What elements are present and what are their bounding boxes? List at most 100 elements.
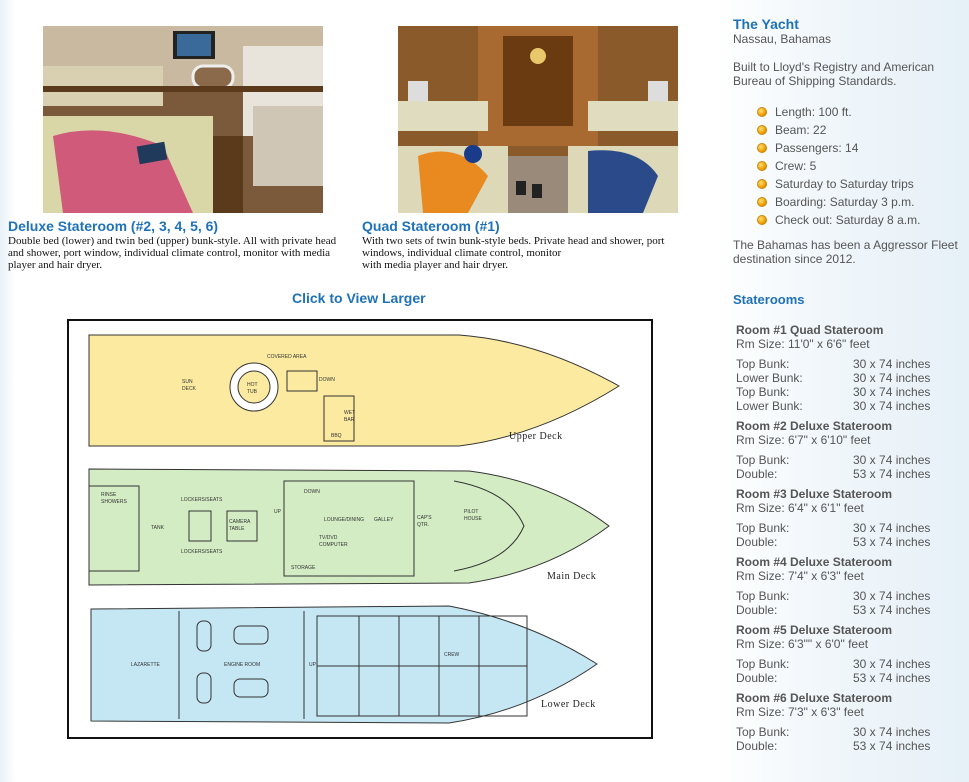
bunk-size: 30 x 74 inches <box>853 589 931 603</box>
orange-bullet-icon <box>757 107 767 117</box>
upper-deck-hull <box>88 334 620 447</box>
bunk-label: Lower Bunk: <box>736 399 803 413</box>
bbq-label: BBQ <box>331 433 342 439</box>
room-title: Room #1 Quad Stateroom <box>736 323 884 337</box>
room-size: Rm Size: 7'3" x 6'3" feet <box>736 705 864 719</box>
quad-stateroom-title: Quad Stateroom (#1) <box>362 218 500 234</box>
room-title: Room #5 Deluxe Stateroom <box>736 623 893 637</box>
main-deck-hull <box>88 468 610 586</box>
destination-text: The Bahamas has been a Aggressor Fleet d… <box>733 238 958 266</box>
staterooms-heading: Staterooms <box>733 292 805 307</box>
list-item: Boarding: Saturday 3 p.m. <box>757 193 920 211</box>
left-edge-shade <box>0 0 16 782</box>
orange-bullet-icon <box>757 179 767 189</box>
description-line: windows, individual climate control, mon… <box>362 247 562 259</box>
bunk-label: Top Bunk: <box>736 357 790 371</box>
yacht-specs-list: Length: 100 ft. Beam: 22 Passengers: 14 … <box>757 103 920 229</box>
room-title: Room #3 Deluxe Stateroom <box>736 487 893 501</box>
room-2-block: Room #2 Deluxe Stateroom Rm Size: 6'7" x… <box>736 419 956 481</box>
bunk-row: Top Bunk: 30 x 74 inches <box>736 357 956 371</box>
orange-bullet-icon <box>757 197 767 207</box>
bunk-size: 30 x 74 inches <box>853 385 931 399</box>
orange-bullet-icon <box>757 143 767 153</box>
bunk-row: Top Bunk:30 x 74 inches <box>736 385 956 399</box>
covered-area-label: COVERED AREA <box>267 354 307 360</box>
lower-deck-label: Lower Deck <box>541 699 596 710</box>
bunk-label: Double: <box>736 739 778 753</box>
deluxe-stateroom-title: Deluxe Stateroom (#2, 3, 4, 5, 6) <box>8 218 219 234</box>
bunk-size: 30 x 74 inches <box>853 371 931 385</box>
engine-room-label: ENGINE ROOM <box>224 662 260 668</box>
bunk-size: 53 x 74 inches <box>853 535 931 549</box>
spec-text: Crew: 5 <box>775 159 817 173</box>
bunk-size: 53 x 74 inches <box>853 467 931 481</box>
destination-line: The Bahamas has been a Aggressor Fleet <box>733 238 958 252</box>
up-lower-label: UP <box>309 662 317 668</box>
room-5-block: Room #5 Deluxe Stateroom Rm Size: 6'3"" … <box>736 623 956 685</box>
lower-deck-hull <box>90 605 598 724</box>
bunk-row: Top Bunk: 30 x 74 inches <box>736 453 956 467</box>
room-1-block: Room #1 Quad Stateroom Rm Size: 11'0" x … <box>736 323 956 413</box>
tank-label: TANK <box>151 525 165 531</box>
bunk-row: Double: 53 x 74 inches <box>736 739 956 753</box>
bunk-label: Top Bunk: <box>736 521 790 535</box>
bunk-size: 30 x 74 inches <box>853 453 931 467</box>
main-deck-label: Main Deck <box>547 571 596 582</box>
quad-stateroom-description: With two sets of twin bunk-style beds. P… <box>362 235 682 271</box>
bunk-size: 53 x 74 inches <box>853 671 931 685</box>
room-title: Room #4 Deluxe Stateroom <box>736 555 893 569</box>
room-size: Rm Size: 7'4" x 6'3" feet <box>736 569 864 583</box>
orange-bullet-icon <box>757 215 767 225</box>
built-line: Bureau of Shipping Standards. <box>733 74 897 88</box>
room-3-block: Room #3 Deluxe Stateroom Rm Size: 6'4" x… <box>736 487 956 549</box>
built-line: Built to Lloyd's Registry and American <box>733 60 935 74</box>
up-main-label: UP <box>274 509 282 515</box>
bunk-label: Top Bunk: <box>736 453 790 467</box>
lockers-seats-bottom-label: LOCKERS/SEATS <box>181 549 223 555</box>
list-item: Saturday to Saturday trips <box>757 175 920 193</box>
list-item: Passengers: 14 <box>757 139 920 157</box>
bunk-row: Top Bunk:30 x 74 inches <box>736 657 956 671</box>
room-4-block: Room #4 Deluxe Stateroom Rm Size: 7'4" x… <box>736 555 956 617</box>
spec-text: Passengers: 14 <box>775 141 859 155</box>
spec-text: Saturday to Saturday trips <box>775 177 914 191</box>
bunk-row: Double:53 x 74 inches <box>736 671 956 685</box>
bunk-size: 30 x 74 inches <box>853 357 931 371</box>
down-main-label: DOWN <box>304 489 320 495</box>
lockers-seats-top-label: LOCKERS/SEATS <box>181 497 223 503</box>
description-line: player and hair dryer. <box>8 259 103 271</box>
quad-stateroom-photo[interactable] <box>398 26 678 213</box>
spec-text: Length: 100 ft. <box>775 105 852 119</box>
room-size: Rm Size: 6'3"" x 6'0" feet <box>736 637 869 651</box>
upper-deck-label: Upper Deck <box>509 431 563 442</box>
bunk-label: Top Bunk: <box>736 589 790 603</box>
bunk-label: Top Bunk: <box>736 725 790 739</box>
bunk-row: Double:53 x 74 inches <box>736 535 956 549</box>
list-item: Crew: 5 <box>757 157 920 175</box>
bunk-row: Lower Bunk: 30 x 74 inches <box>736 399 956 413</box>
destination-line: destination since 2012. <box>733 252 856 266</box>
bunk-size: 53 x 74 inches <box>853 739 931 753</box>
click-to-view-larger-link[interactable]: Click to View Larger <box>292 290 426 306</box>
bunk-size: 30 x 74 inches <box>853 399 931 413</box>
lazarette-label: LAZARETTE <box>131 662 161 668</box>
deluxe-stateroom-photo[interactable] <box>43 26 323 213</box>
bunk-row: Top Bunk:30 x 74 inches <box>736 725 956 739</box>
bunk-row: Top Bunk: 30 x 74 inches <box>736 521 956 535</box>
orange-bullet-icon <box>757 125 767 135</box>
bunk-size: 30 x 74 inches <box>853 521 931 535</box>
built-standards-text: Built to Lloyd's Registry and American B… <box>733 60 934 88</box>
description-line: Double bed (lower) and twin bed (upper) … <box>8 235 337 247</box>
description-line: and shower, port window, individual clim… <box>8 247 331 259</box>
spec-text: Boarding: Saturday 3 p.m. <box>775 195 915 209</box>
down-label: DOWN <box>319 377 335 383</box>
room-size: Rm Size: 6'4" x 6'1" feet <box>736 501 864 515</box>
